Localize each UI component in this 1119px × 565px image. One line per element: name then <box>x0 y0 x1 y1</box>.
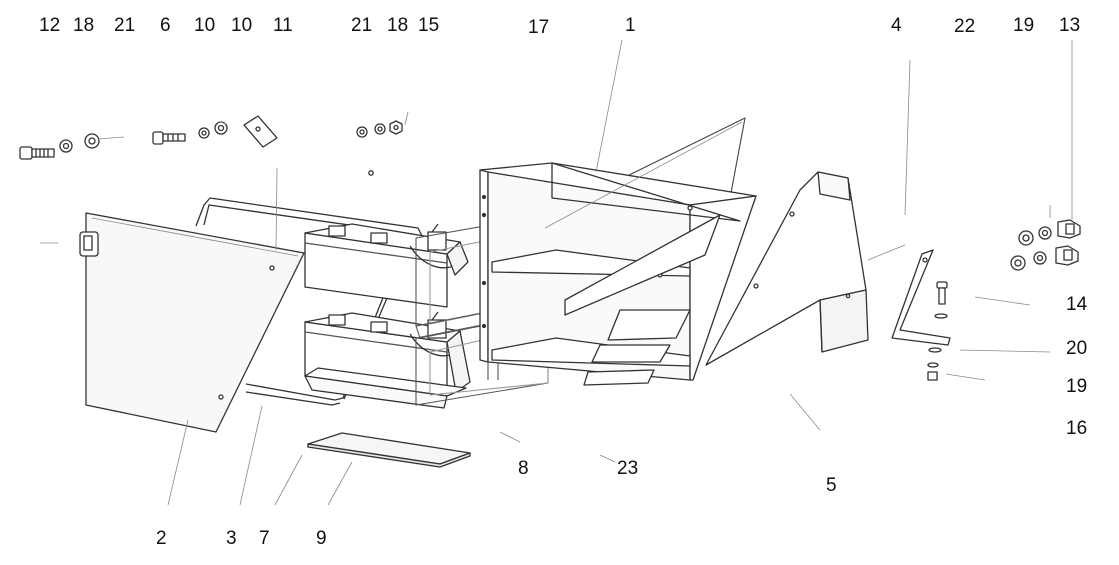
rear-panel-part-2 <box>79 212 305 433</box>
bracket-part-4 <box>891 249 951 346</box>
callout-12: 12 <box>39 15 60 36</box>
callout-19-top: 19 <box>1013 15 1034 36</box>
bolt-part-14 <box>936 281 948 305</box>
washer-part-20 <box>934 313 948 319</box>
pad-part-9 <box>307 432 471 468</box>
callout-21-right: 21 <box>351 15 372 36</box>
callout-18-right: 18 <box>387 15 408 36</box>
callout-1: 1 <box>625 15 636 36</box>
washer-part-18b <box>374 123 386 135</box>
bolt-part-13b <box>1055 245 1079 266</box>
callout-10-first: 10 <box>194 15 215 36</box>
washer-part-21b <box>356 126 368 138</box>
bolt-part-6 <box>152 131 186 145</box>
washer-part-19a <box>1038 226 1052 240</box>
small-screw <box>368 170 374 176</box>
washer-part-22a <box>1018 230 1034 246</box>
callout-15: 15 <box>418 15 439 36</box>
callout-4: 4 <box>891 15 902 36</box>
callout-11: 11 <box>273 15 293 36</box>
leader-lines <box>40 39 1073 506</box>
plate-part-11 <box>243 115 278 148</box>
callout-3: 3 <box>226 528 237 549</box>
nut-part-16 <box>927 362 939 381</box>
callout-10-second: 10 <box>231 15 252 36</box>
battery-lower <box>304 311 471 409</box>
callout-14: 14 <box>1066 294 1088 315</box>
washer-part-19c <box>928 347 942 353</box>
callout-7: 7 <box>259 528 270 549</box>
callout-18-left: 18 <box>73 15 94 36</box>
washer-part-19b <box>1033 251 1047 265</box>
bolt-part-12 <box>19 146 55 160</box>
callout-20: 20 <box>1066 338 1087 359</box>
callout-13: 13 <box>1059 15 1080 36</box>
callout-16: 16 <box>1066 418 1087 439</box>
battery-upper <box>304 223 469 308</box>
parts <box>19 115 1081 468</box>
washer-part-10a <box>198 127 210 139</box>
washer-part-22b <box>1010 255 1026 271</box>
callout-5: 5 <box>826 475 837 496</box>
callout-8: 8 <box>518 458 529 479</box>
callout-9: 9 <box>316 528 327 549</box>
callout-2: 2 <box>156 528 167 549</box>
nut-part-15 <box>389 120 403 135</box>
washer-part-21a <box>84 133 100 149</box>
callout-17: 17 <box>528 17 549 38</box>
washer-part-10b <box>214 121 228 135</box>
battery-box-part-1 <box>479 162 757 386</box>
callout-6: 6 <box>160 15 171 36</box>
callout-labels: 12 18 21 6 10 10 11 21 18 15 17 1 4 22 1… <box>39 15 1088 549</box>
side-panel-part-5 <box>705 171 869 366</box>
callout-21-left: 21 <box>114 15 135 36</box>
washer-part-18a <box>59 139 73 153</box>
bolt-part-13a <box>1057 219 1081 239</box>
callout-22: 22 <box>954 16 975 37</box>
callout-23: 23 <box>617 458 638 479</box>
callout-19-bottom: 19 <box>1066 376 1087 397</box>
